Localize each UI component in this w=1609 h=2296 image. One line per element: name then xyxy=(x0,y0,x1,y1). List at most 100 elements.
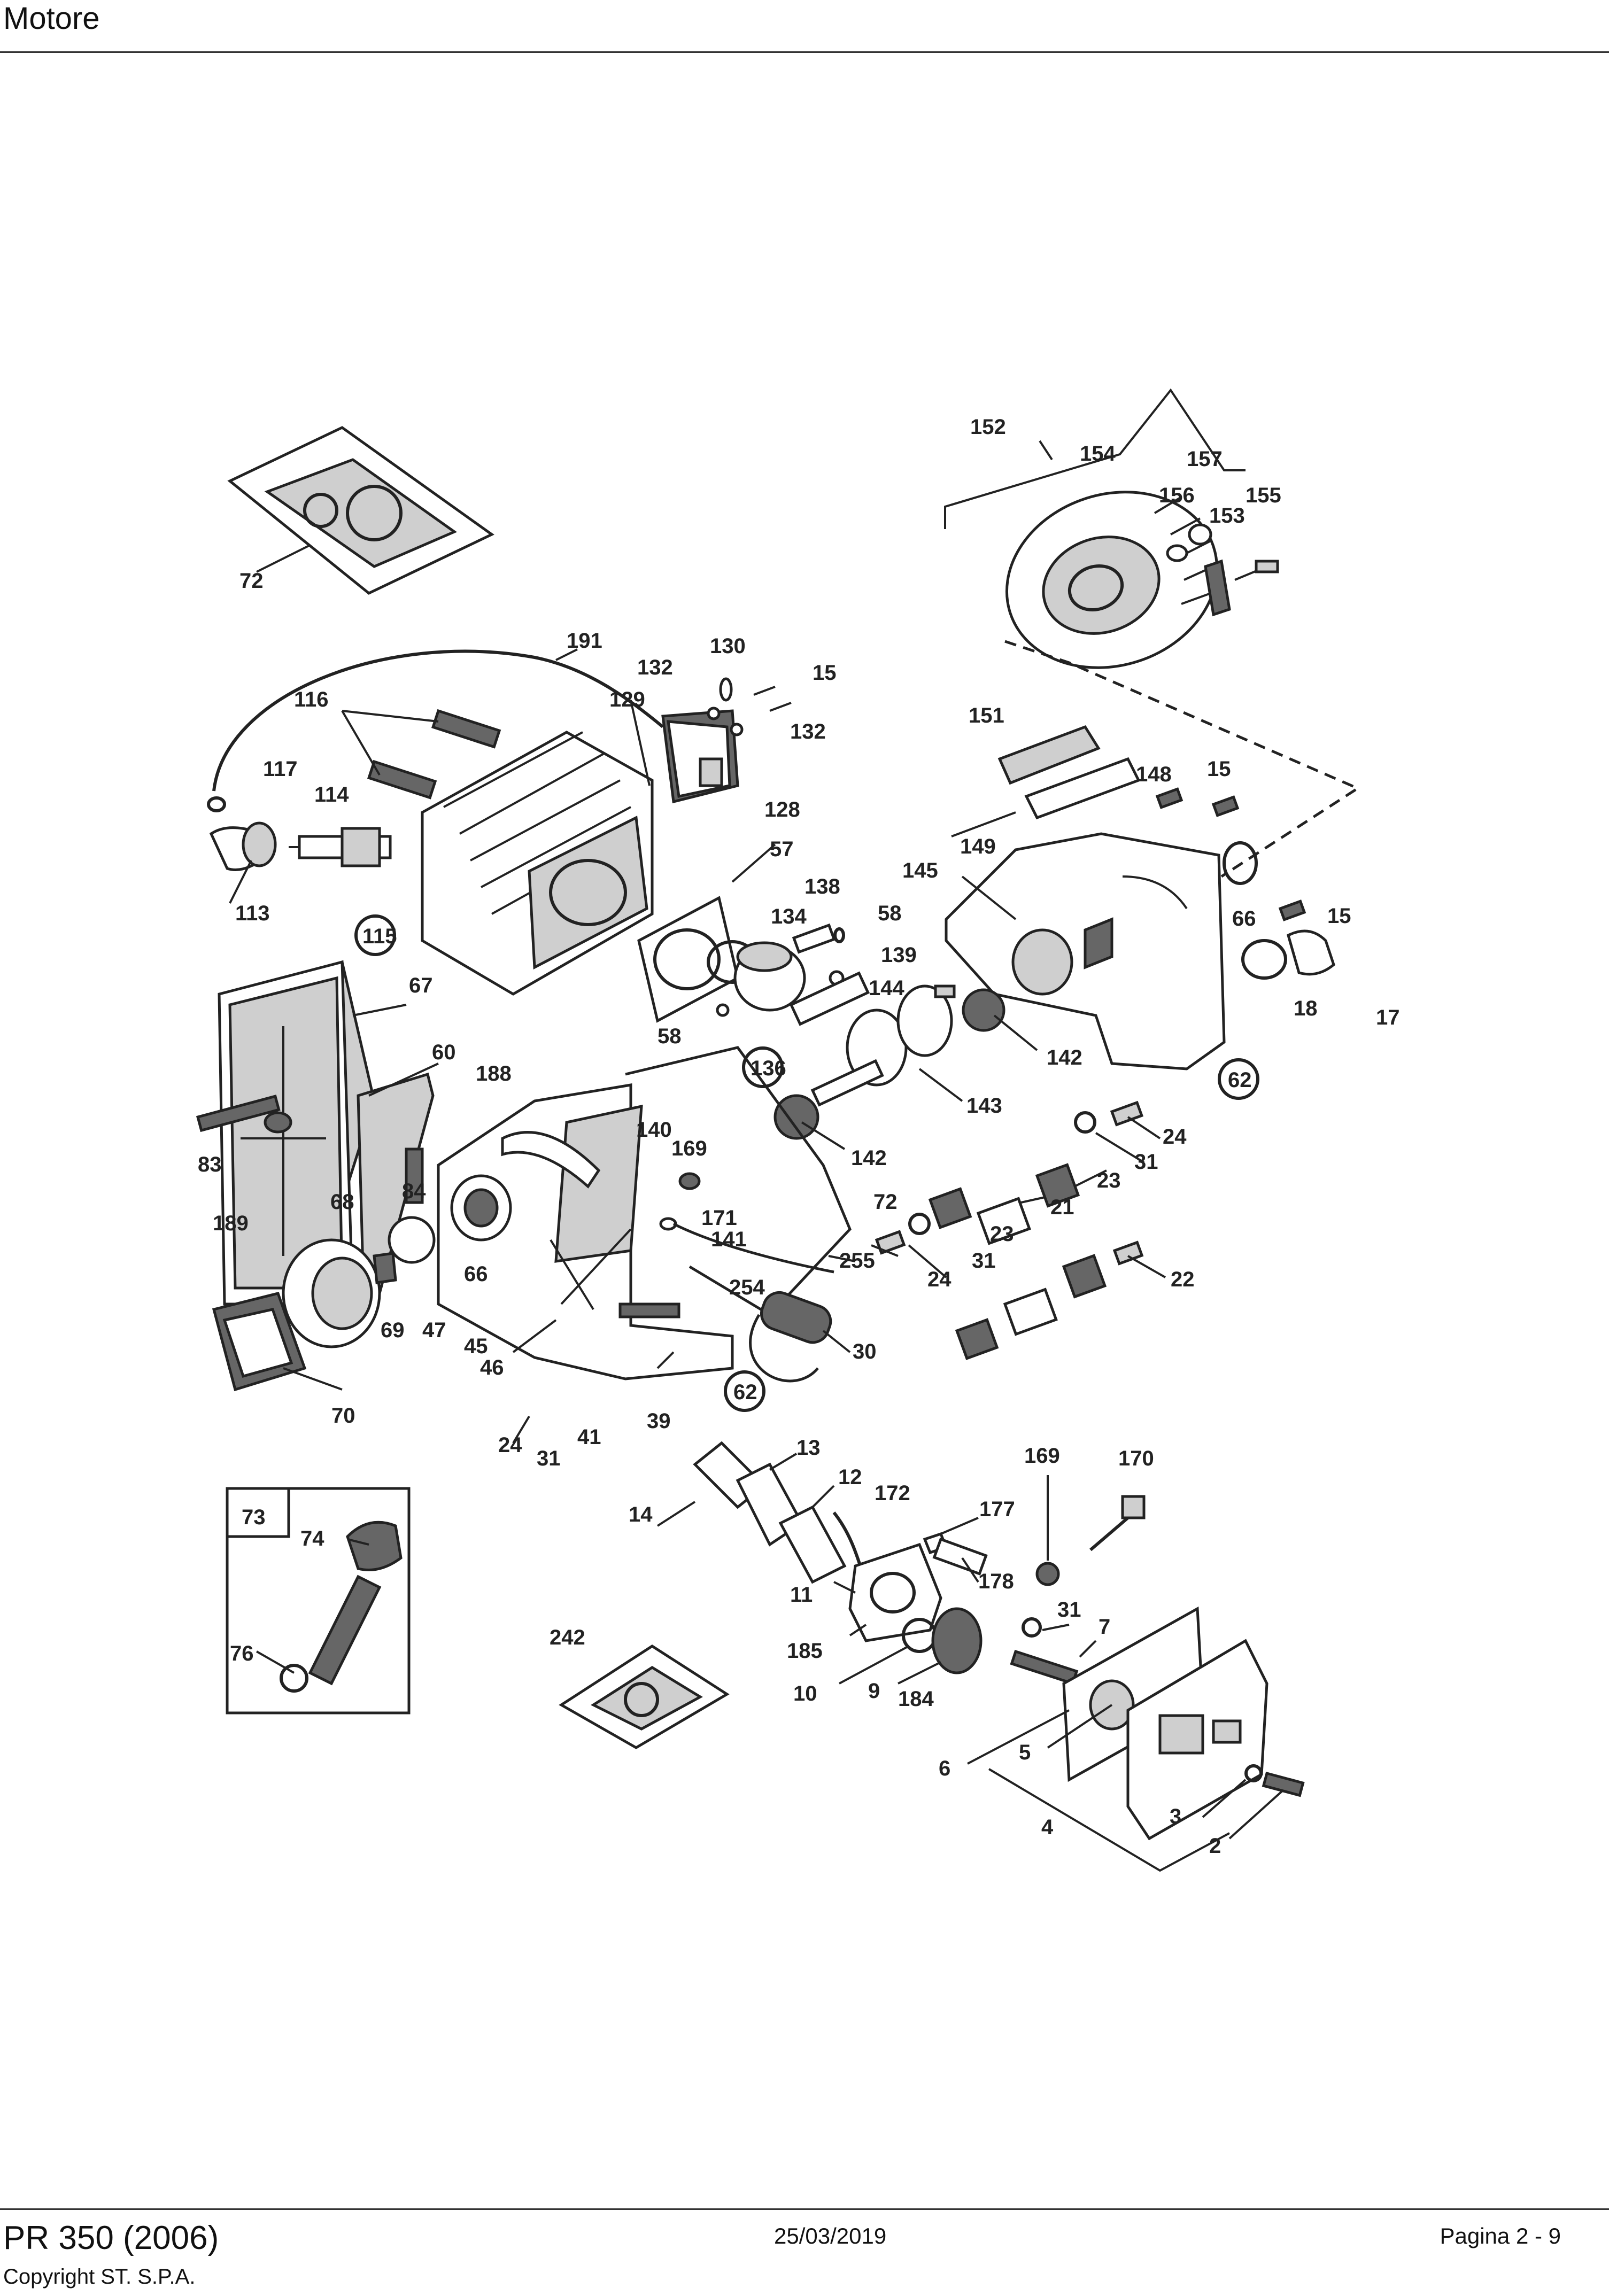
part-labels: 152 154 157 156 153 155 72 191 130 132 1… xyxy=(198,415,1400,1858)
part-label: 45 xyxy=(464,1335,488,1358)
part-label: 153 xyxy=(1209,504,1245,528)
part-label: 9 xyxy=(868,1679,880,1703)
part-label: 254 xyxy=(729,1276,765,1299)
part-label: 31 xyxy=(972,1249,996,1273)
part-label: 17 xyxy=(1376,1006,1400,1029)
gasket-72-crankcase xyxy=(625,1046,852,1317)
bearing-142-right xyxy=(962,988,1005,1032)
part-label: 138 xyxy=(804,875,840,898)
part-label: 116 xyxy=(294,688,329,711)
part-label: 68 xyxy=(330,1190,354,1214)
part-label: 24 xyxy=(498,1433,522,1457)
leader-lines xyxy=(229,648,1284,1840)
part-label: 14 xyxy=(629,1503,653,1526)
part-label: 31 xyxy=(1057,1598,1081,1622)
model-name: PR 350 (2006) xyxy=(3,2220,219,2256)
part-label: 67 xyxy=(409,974,433,997)
part-label: 5 xyxy=(1019,1741,1031,1764)
part-label: 129 xyxy=(609,688,645,711)
header-rule xyxy=(0,51,1609,53)
washer-68 xyxy=(388,1216,436,1264)
cylinder xyxy=(421,731,654,996)
part-label: 83 xyxy=(198,1153,222,1176)
part-170 xyxy=(1089,1495,1146,1552)
part-label: 84 xyxy=(402,1180,426,1203)
part-label: 15 xyxy=(1327,904,1351,928)
nut-69 xyxy=(373,1252,397,1284)
part-label: 134 xyxy=(771,905,807,928)
part-label: 76 xyxy=(230,1642,254,1665)
part-label: 136 xyxy=(751,1057,786,1080)
washer-3 xyxy=(1244,1764,1263,1782)
part-label: 144 xyxy=(869,976,904,1000)
air-filter-cover xyxy=(218,960,376,1306)
part-label: 73 xyxy=(242,1506,266,1529)
part-label: 242 xyxy=(550,1626,585,1649)
part-label: 72 xyxy=(873,1190,898,1214)
part-label: 157 xyxy=(1187,447,1223,471)
part-label: 169 xyxy=(1024,1444,1060,1468)
clutch xyxy=(212,1292,307,1392)
part-label: 58 xyxy=(878,902,902,925)
circled-markers xyxy=(354,914,1259,1412)
part-label: 178 xyxy=(978,1570,1014,1593)
part-label: 58 xyxy=(657,1025,682,1048)
page-title: Motore xyxy=(3,1,100,36)
part-label: 145 xyxy=(902,859,938,882)
part-label: 139 xyxy=(881,943,917,967)
part-label: 172 xyxy=(875,1481,910,1505)
part-label: 66 xyxy=(1232,907,1256,930)
cable-191 xyxy=(212,649,664,792)
part-label: 115 xyxy=(362,925,397,948)
part-label: 177 xyxy=(979,1498,1015,1521)
seal-66-right xyxy=(1223,841,1258,885)
part-label: 155 xyxy=(1246,484,1281,507)
part-label: 31 xyxy=(537,1447,561,1470)
part-label: 142 xyxy=(851,1146,887,1170)
part-label: 6 xyxy=(939,1757,950,1780)
carburetor xyxy=(848,1542,942,1642)
part-label: 132 xyxy=(637,656,673,679)
part-label: 74 xyxy=(300,1527,324,1550)
part-171 xyxy=(659,1217,677,1231)
part-label: 132 xyxy=(790,720,826,743)
starter-cup-17 xyxy=(1241,929,1335,980)
spark-plug-boot xyxy=(209,821,277,871)
part-label: 11 xyxy=(790,1583,813,1607)
part-label: 151 xyxy=(969,704,1004,727)
clip-117 xyxy=(207,796,226,812)
muffler xyxy=(661,709,739,804)
part-label: 114 xyxy=(314,783,349,806)
part-label: 185 xyxy=(787,1639,823,1663)
part-label: 154 xyxy=(1080,442,1116,466)
part-label: 191 xyxy=(567,629,602,653)
part-label: 15 xyxy=(813,661,837,685)
part-label: 57 xyxy=(770,837,794,861)
part-label: 69 xyxy=(381,1318,405,1342)
part-label: 70 xyxy=(331,1404,355,1428)
part-label: 117 xyxy=(263,757,298,781)
part-label: 21 xyxy=(1050,1196,1074,1219)
part-label: 188 xyxy=(476,1062,512,1085)
part-label: 24 xyxy=(927,1268,952,1291)
part-label: 170 xyxy=(1118,1447,1154,1470)
footer-rule xyxy=(0,2208,1609,2210)
part-label: 142 xyxy=(1047,1046,1082,1069)
part-label: 15 xyxy=(1207,757,1231,781)
part-label: 4 xyxy=(1041,1816,1054,1839)
part-label: 62 xyxy=(1228,1068,1252,1092)
part-label: 149 xyxy=(960,835,996,858)
part-label: 7 xyxy=(1099,1615,1110,1639)
part-label: 22 xyxy=(1171,1268,1195,1291)
part-label: 66 xyxy=(464,1262,488,1286)
print-date: 25/03/2019 xyxy=(774,2223,887,2248)
cylinder-screws xyxy=(367,709,501,800)
part-label: 30 xyxy=(853,1340,877,1363)
gasket-129 xyxy=(630,700,651,786)
cylinder-base-gasket xyxy=(637,896,739,1023)
part-label: 23 xyxy=(1097,1169,1121,1192)
part-label: 12 xyxy=(838,1465,862,1489)
gasket-kit-bag xyxy=(227,426,494,595)
part-label: 41 xyxy=(577,1425,601,1449)
